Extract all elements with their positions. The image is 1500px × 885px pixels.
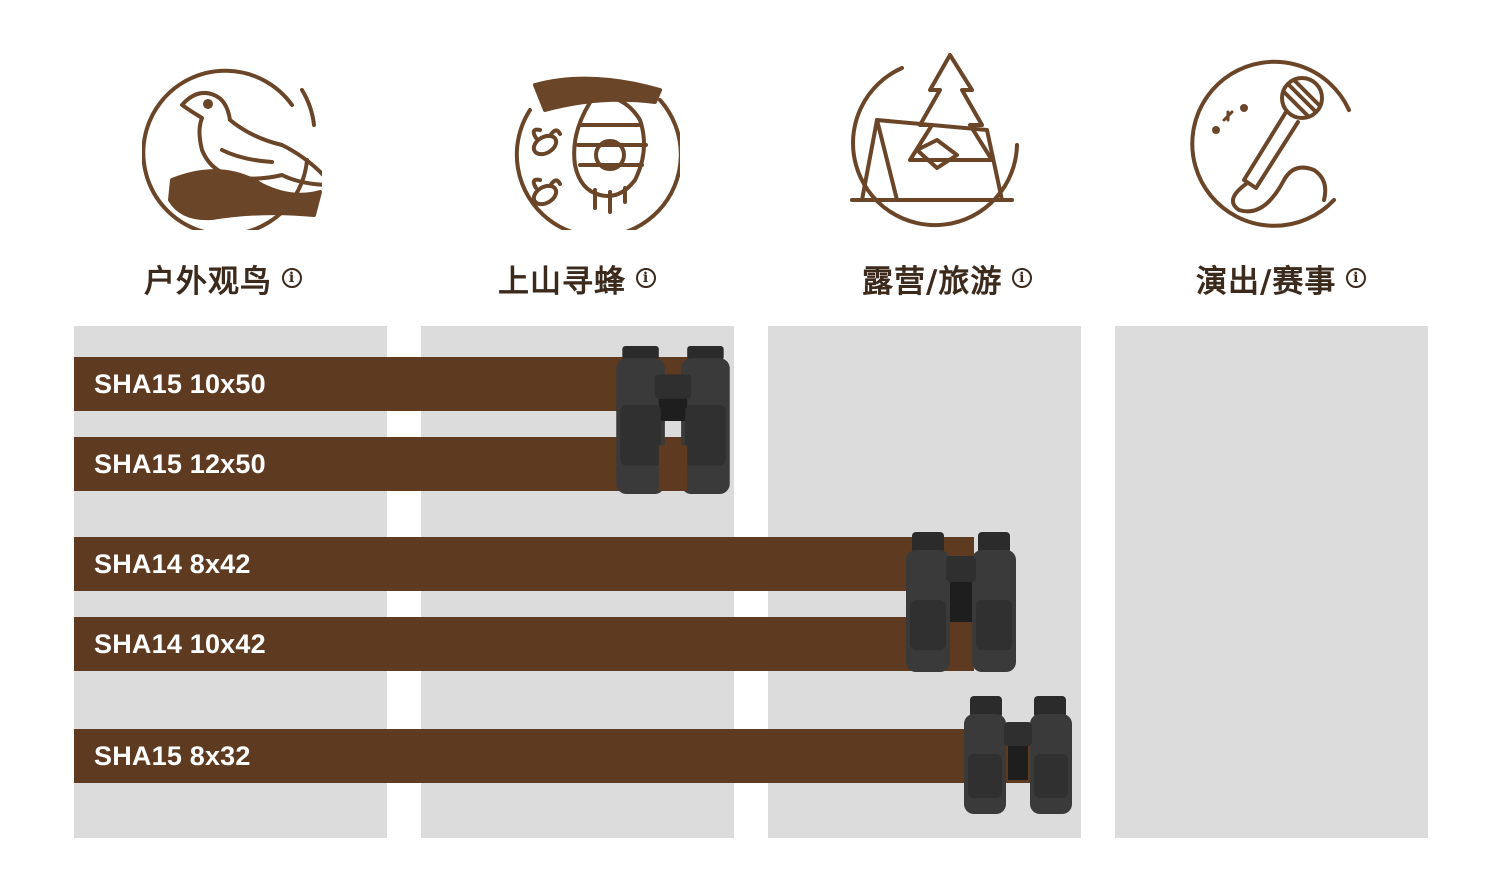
product-name: SHA15 12x50 <box>94 448 266 479</box>
info-icon[interactable]: i <box>282 268 302 288</box>
info-icon[interactable]: i <box>1346 268 1367 288</box>
binoculars-image <box>962 694 1074 818</box>
product-name: SHA14 10x42 <box>94 628 266 659</box>
product-name: SHA15 8x32 <box>94 740 251 771</box>
binoculars-image <box>612 344 734 496</box>
binoculars-image <box>902 530 1020 676</box>
scene-label-text: 露营/旅游 <box>862 263 1003 300</box>
bee-hive-icon <box>500 50 680 230</box>
tent-icon <box>842 50 1022 230</box>
product-bar[interactable]: SHA15 8x32 <box>74 729 1034 783</box>
info-icon[interactable]: i <box>636 268 656 288</box>
microphone-icon <box>1184 50 1364 230</box>
product-name: SHA14 8x42 <box>94 548 251 579</box>
product-bar[interactable]: SHA15 10x50 <box>74 357 694 411</box>
bird-icon <box>142 50 322 230</box>
scene-label-text: 演出/赛事 <box>1196 263 1337 300</box>
scene-label-concert-event[interactable]: 演出/赛事 i <box>1196 258 1367 300</box>
info-icon[interactable]: i <box>1012 268 1033 288</box>
scene-label-bee-hunting[interactable]: 上山寻蜂 i <box>498 258 656 300</box>
product-name: SHA15 10x50 <box>94 368 266 399</box>
product-bar[interactable]: SHA14 8x42 <box>74 537 974 591</box>
product-bar[interactable]: SHA14 10x42 <box>74 617 974 671</box>
scene-label-camping-travel[interactable]: 露营/旅游 i <box>862 258 1033 300</box>
product-bar[interactable]: SHA15 12x50 <box>74 437 694 491</box>
scene-label-birding[interactable]: 户外观鸟 i <box>144 258 302 300</box>
scene-panel-concert-event <box>1115 326 1428 838</box>
scene-label-text: 户外观鸟 <box>144 263 272 300</box>
scene-label-text: 上山寻蜂 <box>498 263 626 300</box>
